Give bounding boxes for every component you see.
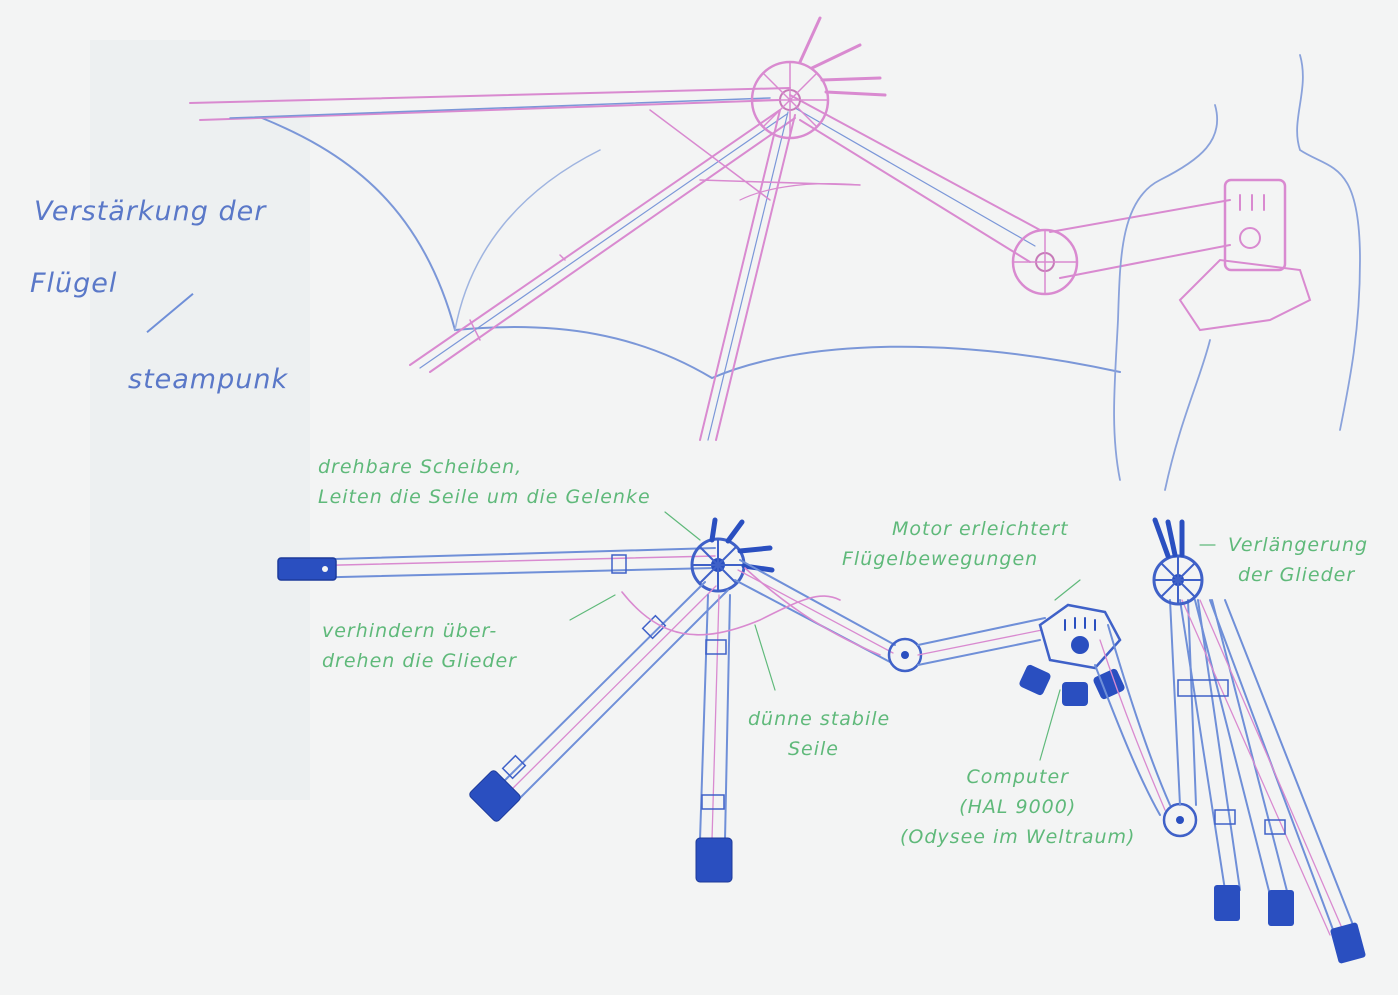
top-hub-rays (798, 16, 887, 97)
annotation-prevent-line-2: drehen die Glieder (322, 650, 517, 672)
finger-cap-left (469, 770, 521, 822)
annotation-computer-line-3: (Odysee im Weltraum) (900, 826, 1136, 848)
annotation-computer-line-1: Computer (966, 766, 1069, 788)
bottom-wing-mechanism (277, 511, 1366, 964)
annotation-discs: drehbare Scheiben, Leiten die Seile um d… (318, 452, 651, 512)
top-braces (469, 109, 861, 341)
backpack-device (1223, 178, 1287, 272)
extension-cap-3 (1330, 922, 1366, 964)
computer-unit-3 (1093, 668, 1125, 700)
bottom-forearm (917, 617, 1046, 666)
extension-spar-3 (1194, 599, 1289, 896)
hub-rays (709, 517, 775, 573)
extension-cap-2 (1268, 890, 1294, 926)
annotation-prevent-line-1: verhindern über- (322, 620, 498, 642)
annotation-motor-line-1: Motor erleichtert (892, 518, 1069, 540)
finger-spar-2 (699, 109, 796, 441)
annotation-extension: Verlängerung der Glieder (1228, 530, 1368, 590)
annotation-discs-line-1: drehbare Scheiben, (318, 456, 523, 478)
upper-arm-spar (789, 94, 1041, 263)
extension-rays (1152, 517, 1185, 559)
annotation-extension-line-1: Verlängerung (1228, 534, 1369, 556)
finger-cap-center (695, 837, 733, 883)
annotation-computer: Computer (HAL 9000) (Odysee im Weltraum) (900, 762, 1135, 852)
extension-spar-2 (1179, 599, 1241, 891)
annotation-extension-line-2: der Glieder (1238, 564, 1356, 586)
lower-arm-spar (1094, 624, 1171, 816)
stabilizing-cables (621, 567, 881, 656)
title-line-1: Verstärkung der (34, 196, 267, 227)
leading-edge-spar (189, 87, 791, 121)
annotation-prevent: verhindern über- drehen die Glieder (322, 616, 517, 676)
bottom-leading-spar (299, 547, 716, 579)
torso-outline (1113, 54, 1361, 491)
computer-unit-1 (1019, 664, 1051, 696)
spar-end-cap-left (277, 557, 337, 581)
annotation-discs-line-2: Leiten die Seile um die Gelenke (318, 486, 651, 508)
annotation-cables: dünne stabile Seile (748, 704, 890, 764)
finger-spar-left (484, 581, 729, 809)
annotation-pointers (569, 511, 1216, 761)
extension-spar-1 (1169, 599, 1197, 806)
wing-membrane-outline (261, 117, 1121, 380)
paper-shadow (90, 40, 310, 800)
wing-membrane-inner (454, 149, 601, 331)
computer-unit-2 (1062, 682, 1088, 706)
annotation-computer-line-2: (HAL 9000) (959, 796, 1077, 818)
top-wing-sketch (189, 16, 1361, 491)
extension-cap-1 (1214, 885, 1240, 921)
title-line-2: Flügel (30, 268, 118, 299)
annotation-cables-line-2: Seile (788, 738, 839, 760)
subtitle-steampunk: steampunk (128, 364, 289, 395)
annotation-motor: Motor erleichtert Flügelbewegungen (842, 514, 1069, 574)
motor-housing (1038, 603, 1122, 670)
forearm-spar (1049, 199, 1231, 279)
annotation-motor-line-2: Flügelbewegungen (842, 548, 1039, 570)
annotation-cables-line-1: dünne stabile (748, 708, 891, 730)
